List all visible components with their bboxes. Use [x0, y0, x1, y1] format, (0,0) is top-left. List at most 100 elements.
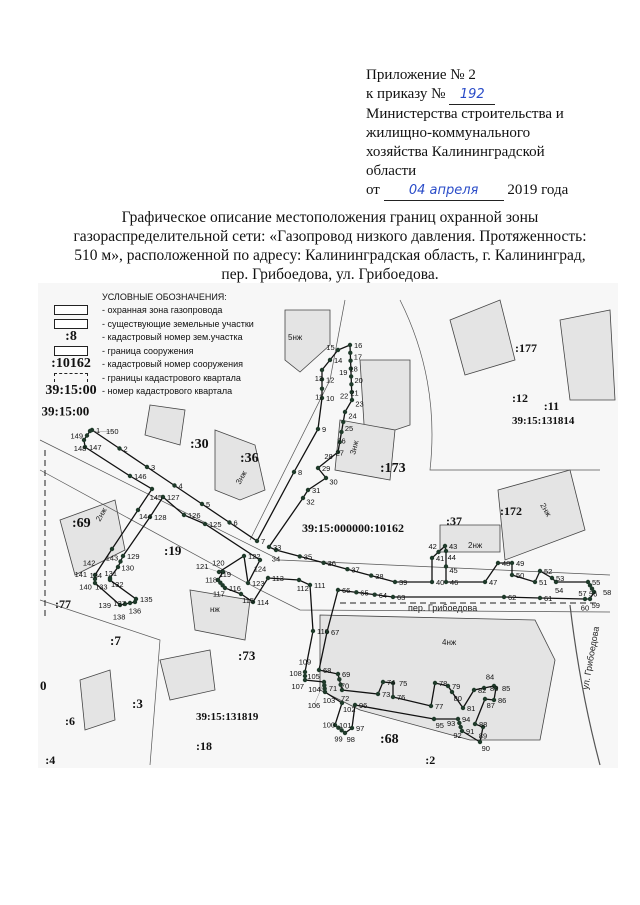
boundary-point: [215, 577, 221, 583]
boundary-point-number: 11: [315, 393, 323, 402]
boundary-point: [482, 579, 488, 585]
boundary-point-number: 107: [292, 682, 305, 691]
boundary-point-number: 65: [360, 589, 368, 598]
parcel-label: :37: [446, 514, 462, 528]
building: [449, 299, 516, 376]
boundary-point-number: 86: [498, 696, 506, 705]
building: [79, 669, 116, 731]
boundary-point: [132, 599, 138, 605]
boundary-point: [458, 724, 463, 730]
boundary-point-number: 81: [467, 704, 475, 713]
boundary-point-number: 79: [452, 682, 460, 691]
boundary-point: [135, 507, 141, 513]
boundary-point-number: 55: [592, 578, 600, 587]
building: [189, 589, 251, 641]
boundary-point-number: 140: [79, 582, 92, 591]
boundary-point: [342, 730, 348, 736]
boundary-point-number: 52: [544, 567, 552, 576]
boundary-point: [481, 685, 487, 691]
boundary-point: [310, 628, 316, 634]
boundary-point-number: 53: [556, 574, 564, 583]
legend-item: - границы кадастрового квартала: [40, 371, 254, 385]
boundary-point: [493, 685, 499, 691]
building: [284, 309, 331, 373]
boundary-point: [345, 567, 350, 572]
boundary-point: [181, 512, 187, 518]
boundary-point-number: 145: [150, 493, 163, 502]
boundary-point-number: 68: [323, 666, 331, 675]
boundary-point: [199, 501, 205, 507]
boundary-point-number: 133: [95, 583, 108, 592]
building: [359, 359, 411, 441]
boundary-point-number: 17: [354, 352, 362, 361]
boundary-point: [509, 572, 515, 578]
boundary-point: [241, 553, 247, 559]
parcel-line: [399, 299, 600, 471]
boundary-point-number: 37: [351, 565, 359, 574]
parcel-line: [39, 439, 611, 576]
boundary-point: [348, 374, 354, 379]
boundary-point: [335, 587, 341, 593]
boundary-point-number: 8: [298, 468, 302, 477]
boundary-point: [302, 677, 308, 683]
building-label: 5нж: [288, 333, 303, 342]
parcel-label: :77: [55, 597, 71, 611]
boundary-point-number: 32: [306, 497, 314, 506]
boundary-point-number: 82: [478, 686, 486, 695]
boundary-point-number: 108: [289, 669, 302, 678]
boundary-point: [392, 579, 398, 585]
boundary-point: [321, 679, 327, 685]
street-label: пер. Грибоедова: [408, 603, 477, 613]
boundary-point: [160, 494, 166, 500]
building: [559, 309, 616, 401]
boundary-point: [443, 548, 449, 554]
boundary-point-number: 84: [486, 672, 494, 681]
boundary-point: [266, 544, 272, 550]
boundary-point-number: 9: [322, 425, 326, 434]
boundary-point-number: 25: [345, 424, 353, 433]
legend-symbol: :10162: [51, 356, 91, 372]
boundary-point-number: 75: [399, 679, 407, 688]
boundary-point: [449, 689, 455, 695]
order-prefix: к приказу №: [366, 86, 446, 102]
boundary-point: [323, 475, 329, 481]
boundary-point-number: 24: [348, 411, 356, 420]
boundary-point: [273, 547, 279, 553]
boundary-point-number: 85: [502, 684, 510, 693]
boundary-point: [390, 594, 396, 600]
boundary-point-number: 56: [589, 589, 597, 598]
boundary-point-number: 110: [317, 627, 329, 636]
boundary-point-number: 143: [106, 554, 119, 563]
building: [497, 469, 586, 561]
boundary-point-number: 67: [331, 628, 339, 637]
boundary-point: [349, 382, 354, 387]
parcel-boundaries: [39, 299, 611, 766]
parcel-label: :6: [65, 714, 75, 728]
boundary-point: [369, 573, 374, 578]
boundary-point-number: 35: [304, 553, 312, 562]
boundary-point: [127, 473, 133, 479]
boundary-point-number: 149: [71, 432, 84, 441]
boundary-point-number: 96: [359, 701, 367, 710]
boundary-point-number: 134: [90, 571, 103, 580]
parcel-label: :2: [425, 753, 435, 767]
boundary-point-number: 125: [209, 520, 222, 529]
boundary-point-number: 99: [334, 734, 342, 743]
boundary-point: [375, 691, 381, 697]
boundary-point: [335, 449, 341, 455]
parcel-label: :19: [164, 543, 182, 558]
boundary-point: [390, 680, 396, 686]
boundary-point-number: 64: [379, 591, 387, 600]
boundary-point: [107, 577, 113, 583]
boundary-point: [457, 720, 462, 726]
boundary-point-number: 138: [113, 613, 126, 622]
boundary-point: [302, 673, 308, 679]
legend-label: - номер кадастрового квартала: [102, 386, 233, 397]
boundary-point-number: 104: [308, 685, 321, 694]
boundary-point-number: 74: [387, 678, 395, 687]
boundary-point-number: 16: [354, 341, 362, 350]
order-number: 192: [449, 85, 496, 105]
boundary-point-number: 39: [399, 578, 407, 587]
boundary-point-number: 18: [350, 365, 358, 374]
